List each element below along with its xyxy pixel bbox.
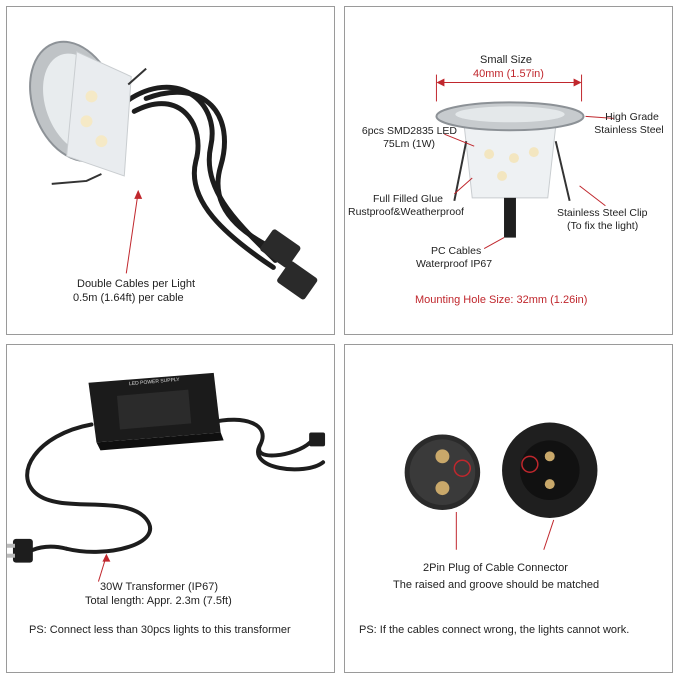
connector-ps-note: PS: If the cables connect wrong, the lig… — [359, 624, 630, 636]
light-with-cables-image — [29, 40, 318, 300]
size-title: Small Size — [480, 54, 532, 66]
deck-light-side-view — [435, 101, 585, 238]
raised-marker — [453, 459, 471, 477]
pointer-line — [543, 519, 555, 550]
glue-label-1: Full Filled Glue — [373, 193, 444, 205]
cable-label-2: Waterproof IP67 — [416, 258, 493, 270]
mounting-hole-size: Mounting Hole Size: 32mm (1.26in) — [415, 294, 588, 306]
cable-caption-2: 0.5m (1.64ft) per cable — [73, 292, 184, 304]
arrow-right-icon — [573, 78, 582, 87]
us-plug — [7, 538, 33, 563]
panel-connector: 2Pin Plug of Cable Connector The raised … — [344, 344, 673, 673]
glue-label-2: Rustproof&Weatherproof — [348, 206, 464, 218]
panel-light-specs: Small Size 40mm (1.57in) 6pcs SMD2835 LE… — [344, 6, 673, 335]
size-value: 40mm (1.57in) — [473, 68, 544, 80]
female-socket — [502, 422, 598, 518]
led-label-1: 6pcs SMD2835 LED — [361, 125, 457, 137]
pointer-line — [125, 191, 139, 274]
arrow-left-icon — [436, 78, 445, 87]
deck-light — [29, 40, 147, 185]
groove-marker — [521, 455, 539, 473]
connector-caption-2: The raised and groove should be matched — [393, 579, 600, 591]
cable-label-1: PC Cables — [431, 245, 482, 257]
pointer-arrow-icon — [134, 189, 143, 199]
transformer-image — [7, 372, 326, 582]
cable-caption-1: Double Cables per Light — [77, 278, 196, 290]
light-diagram — [435, 74, 614, 249]
clip-label-1: Stainless Steel Clip — [557, 207, 648, 219]
led-label-2: 75Lm (1W) — [383, 138, 435, 150]
steel-label-2: Stainless Steel — [594, 124, 664, 136]
panel-light-cables: Double Cables per Light 0.5m (1.64ft) pe… — [6, 6, 335, 335]
panel-transformer: LED POWER SUPPLY 30W Transformer (IP67) … — [6, 344, 335, 673]
pointer-lines — [444, 115, 614, 249]
pointer-arrow-icon — [102, 553, 111, 562]
connector-image — [404, 422, 598, 550]
male-plug — [404, 434, 481, 510]
steel-label-1: High Grade — [605, 111, 659, 123]
cable-connector — [260, 229, 301, 268]
clip-label-2: (To fix the light) — [567, 220, 639, 232]
cable-coil — [123, 84, 290, 270]
transformer-caption-1: 30W Transformer (IP67) — [100, 581, 218, 593]
transformer-caption-2: Total length: Appr. 2.3m (7.5ft) — [85, 595, 232, 607]
output-connector — [309, 432, 326, 447]
cable-connector — [277, 261, 318, 300]
transformer-ps-note: PS: Connect less than 30pcs lights to th… — [29, 624, 291, 636]
power-supply-box — [88, 372, 224, 451]
connector-caption-1: 2Pin Plug of Cable Connector — [423, 562, 568, 574]
pc-cable — [504, 197, 516, 238]
